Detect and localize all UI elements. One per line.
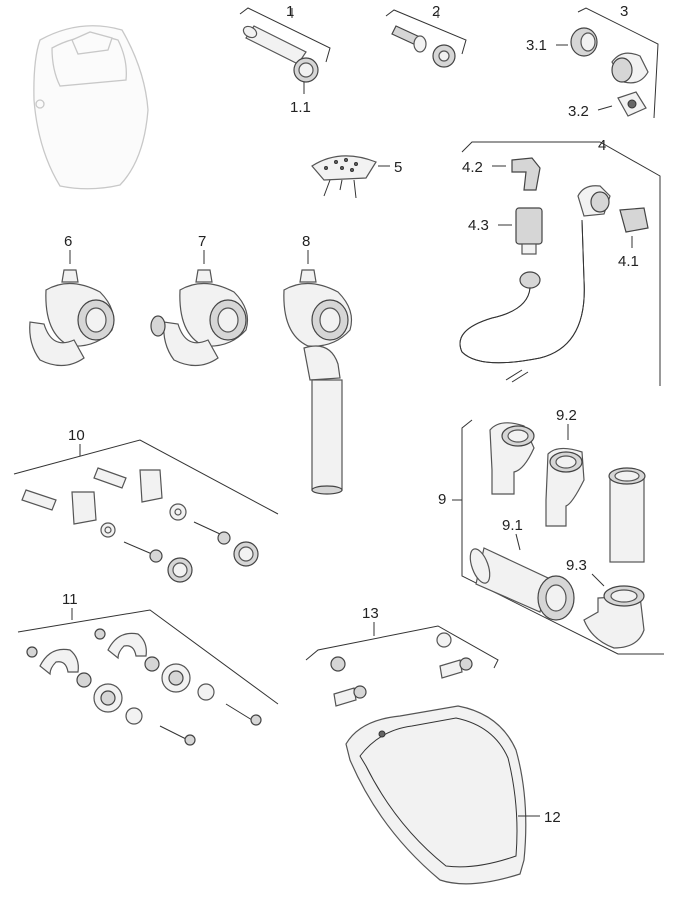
label-10: 10 — [68, 427, 85, 444]
part-5-strainer: 5 — [311, 155, 402, 199]
part-2-sleeve-and-nut: 2 — [385, 3, 467, 68]
label-4-3: 4.3 — [468, 217, 489, 234]
label-5: 5 — [394, 159, 402, 176]
part-8-siphon-with-pipe: 8 — [283, 233, 353, 495]
label-3: 3 — [620, 3, 628, 20]
label-12: 12 — [544, 809, 561, 826]
part-4-flexible-hose-set: 4 4.2 4.3 4.1 — [459, 137, 661, 386]
label-1-1: 1.1 — [290, 99, 311, 116]
label-11: 11 — [62, 591, 78, 608]
label-9-3: 9.3 — [566, 557, 587, 574]
part-6-siphon: 6 — [29, 233, 115, 367]
part-10-fixing-set: 10 — [13, 427, 279, 583]
part-3-inlet-connector-set: 3 3.1 3.2 — [526, 3, 659, 120]
label-3-1: 3.1 — [526, 37, 547, 54]
label-9: 9 — [438, 491, 446, 508]
label-9-2: 9.2 — [556, 407, 577, 424]
part-7-siphon-with-inlet: 7 — [150, 233, 249, 367]
part-13-lid-hinge-set: 13 — [305, 605, 499, 707]
label-9-1: 9.1 — [502, 517, 523, 534]
part-11-fixing-set-concealed: 11 — [17, 591, 279, 746]
label-4: 4 — [598, 137, 606, 154]
label-7: 7 — [198, 233, 206, 250]
part-1-connection-pipe: 1 1.1 — [239, 3, 331, 116]
part-9-pipe-fittings: 9 9.2 9.1 9.3 — [438, 407, 664, 655]
label-13: 13 — [362, 605, 379, 622]
part-12-lid: 12 — [345, 705, 561, 885]
label-6: 6 — [64, 233, 72, 250]
label-2: 2 — [432, 3, 440, 20]
label-8: 8 — [302, 233, 310, 250]
label-4-1: 4.1 — [618, 253, 639, 270]
label-4-2: 4.2 — [462, 159, 483, 176]
label-3-2: 3.2 — [568, 103, 589, 120]
label-1: 1 — [286, 3, 294, 20]
urinal-ghost-illustration — [33, 25, 149, 190]
